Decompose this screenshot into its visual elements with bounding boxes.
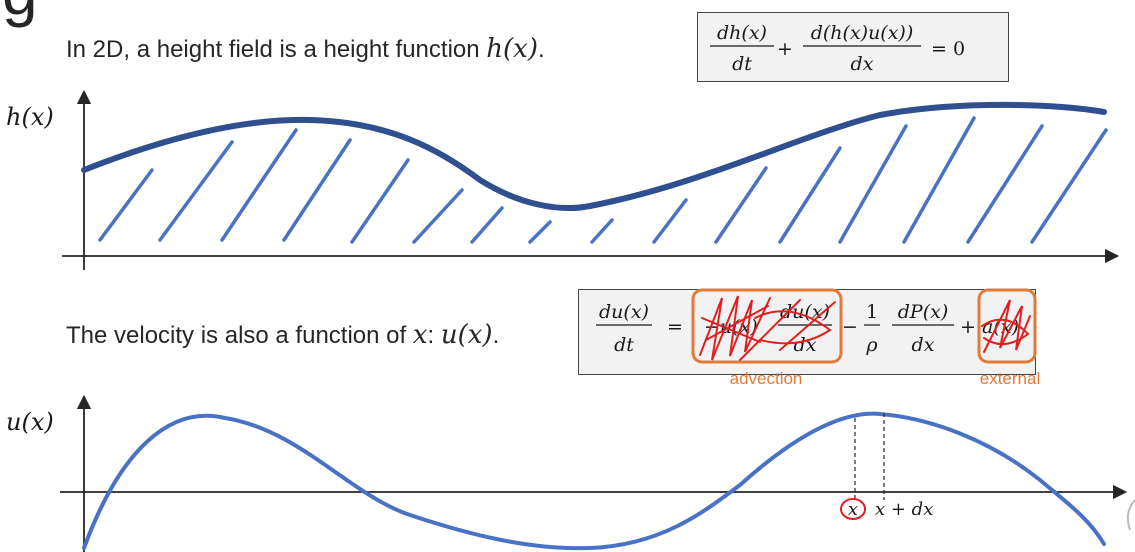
scribble-advection	[699, 295, 836, 361]
hatch-line	[590, 218, 614, 244]
external-label: external	[980, 369, 1040, 388]
velocity-colon: :	[427, 322, 441, 349]
hatch-line	[350, 158, 410, 244]
hatch-line	[220, 128, 298, 242]
advection-highlight-box	[691, 288, 843, 364]
hatch-line	[470, 206, 504, 244]
eq2-plus: +	[960, 316, 976, 338]
external-highlight-box	[977, 288, 1037, 364]
eq2-lhs-denominator: dt	[614, 334, 634, 356]
eq1-term2-numerator: d(h(x)u(x))	[811, 22, 914, 44]
eq2-const-denominator: ρ	[865, 334, 878, 356]
eq2-advection-denominator: dx	[794, 334, 817, 356]
h-axis-label: h(x)	[6, 103, 54, 131]
hatch-line	[98, 168, 154, 242]
x-label: x	[848, 499, 858, 520]
hatch-line	[528, 220, 552, 244]
eq1-rhs: = 0	[931, 38, 965, 60]
eq1-term1-numerator: dh(x)	[717, 22, 767, 44]
velocity-period: .	[492, 322, 500, 349]
eq2-const-numerator: 1	[866, 301, 878, 323]
velocity-curve	[82, 411, 1106, 551]
eq2-minus: −	[842, 316, 858, 338]
hatch-line	[778, 146, 842, 244]
velocity-function-math: u(x)	[440, 320, 493, 350]
height-field-period: .	[537, 36, 545, 63]
hatch-line	[1030, 128, 1108, 244]
scribble-external	[981, 299, 1031, 353]
height-curve	[81, 101, 1107, 211]
eq2-pressure-numerator: dP(x)	[898, 301, 949, 323]
hatch-line	[282, 138, 352, 242]
eq1-term2-denominator: dx	[851, 53, 874, 75]
advection-label: advection	[730, 369, 803, 388]
hatch-line	[902, 116, 976, 244]
height-function-math: h(x)	[486, 34, 538, 64]
velocity-text: The velocity is also a function of	[66, 322, 413, 349]
edge-fragment	[1126, 499, 1135, 531]
hatch-line	[714, 166, 768, 244]
height-field-sentence: In 2D, a height field is a height functi…	[66, 34, 545, 64]
hatch-line	[158, 140, 234, 242]
x-dx-label: x + dx	[875, 499, 933, 520]
continuity-equation-box	[697, 12, 1009, 82]
height-field-text: In 2D, a height field is a height functi…	[66, 36, 487, 63]
u-axis-label: u(x)	[6, 408, 54, 436]
eq1-plus: +	[777, 38, 793, 60]
velocity-x-math: x	[412, 320, 428, 350]
height-hatch-lines	[98, 116, 1108, 244]
hatch-line	[966, 124, 1044, 244]
eq2-equals: =	[667, 316, 683, 338]
hatch-line	[652, 198, 688, 244]
hatch-line	[838, 124, 908, 244]
slide-title-fragment: g	[2, 0, 38, 24]
eq2-pressure-denominator: dx	[912, 334, 935, 356]
eq2-lhs-numerator: du(x)	[599, 301, 649, 323]
hatch-line	[412, 188, 464, 244]
velocity-sentence: The velocity is also a function of x: u(…	[66, 320, 499, 350]
eq1-term1-denominator: dt	[732, 53, 752, 75]
x-label-circle	[840, 498, 866, 520]
